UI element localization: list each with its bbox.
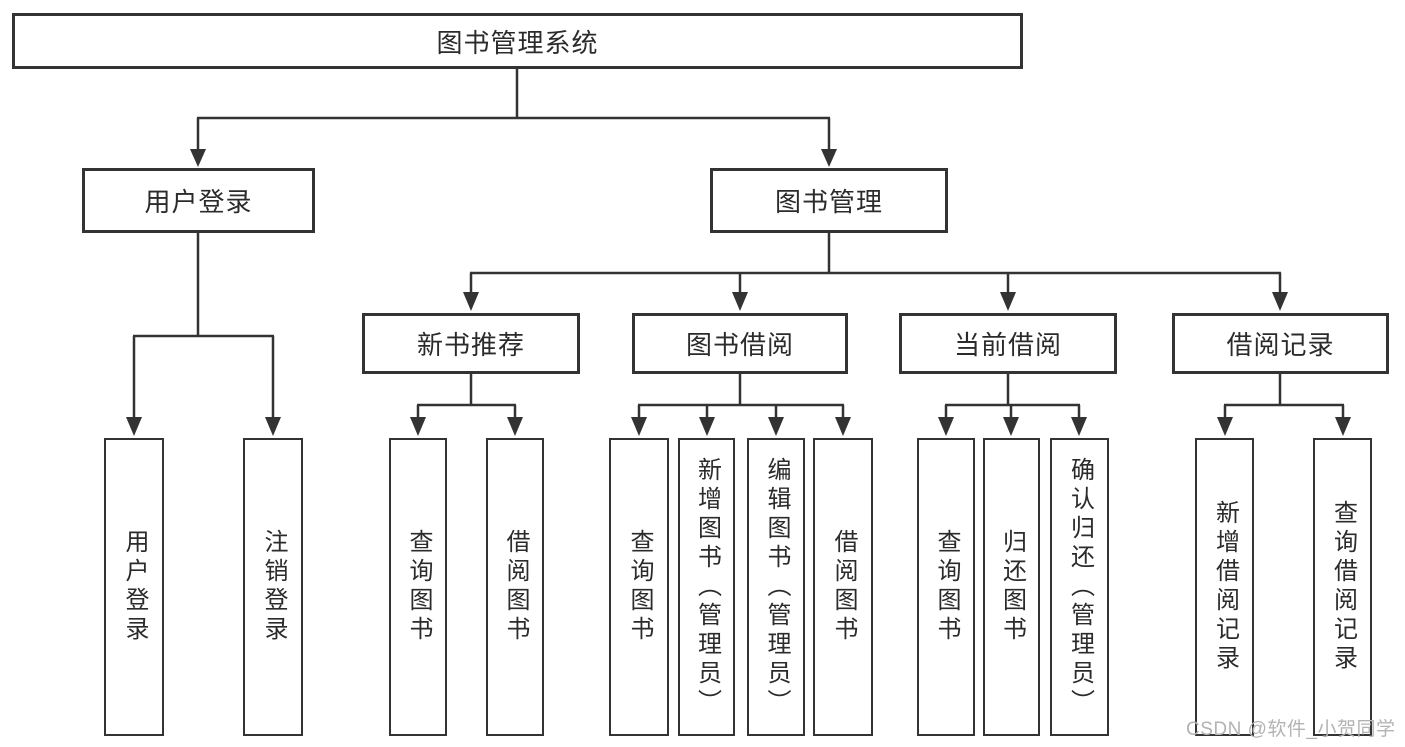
leaf-query-books-current: 查询图书: [917, 438, 975, 736]
node-borrow-records: 借阅记录: [1172, 313, 1389, 374]
node-book-management: 图书管理: [710, 168, 948, 233]
node-current-borrow: 当前借阅: [899, 313, 1117, 374]
node-root: 图书管理系统: [12, 13, 1023, 69]
node-new-book-recommend: 新书推荐: [362, 313, 580, 374]
leaf-logout: 注销登录: [243, 438, 303, 736]
wires-new-book-recommend: [410, 373, 523, 436]
leaf-query-books-borrow: 查询图书: [609, 438, 669, 736]
leaf-borrow-books-recommend: 借阅图书: [486, 438, 544, 736]
leaf-add-borrow-record: 新增借阅记录: [1195, 438, 1254, 736]
wires-user-login: [126, 232, 281, 436]
leaf-query-borrow-record: 查询借阅记录: [1313, 438, 1372, 736]
wires-book-borrow: [631, 373, 851, 436]
node-user-login: 用户登录: [82, 168, 315, 233]
csdn-watermark: CSDN @软件_小贺同学: [1186, 719, 1396, 740]
leaf-borrow-books: 借阅图书: [813, 438, 873, 736]
wires-book-management: [463, 232, 1288, 311]
wires-borrow-records: [1217, 373, 1351, 436]
leaf-query-books-recommend: 查询图书: [389, 438, 447, 736]
leaf-user-login: 用户登录: [104, 438, 164, 736]
leaf-confirm-return-admin: 确认归还（管理员）: [1050, 438, 1109, 736]
leaf-edit-book-admin: 编辑图书（管理员）: [747, 438, 805, 736]
node-book-borrow: 图书借阅: [632, 313, 848, 374]
wires-root: [190, 68, 837, 167]
leaf-return-book: 归还图书: [983, 438, 1040, 736]
wires-current-borrow: [938, 373, 1087, 436]
leaf-add-book-admin: 新增图书（管理员）: [678, 438, 735, 736]
